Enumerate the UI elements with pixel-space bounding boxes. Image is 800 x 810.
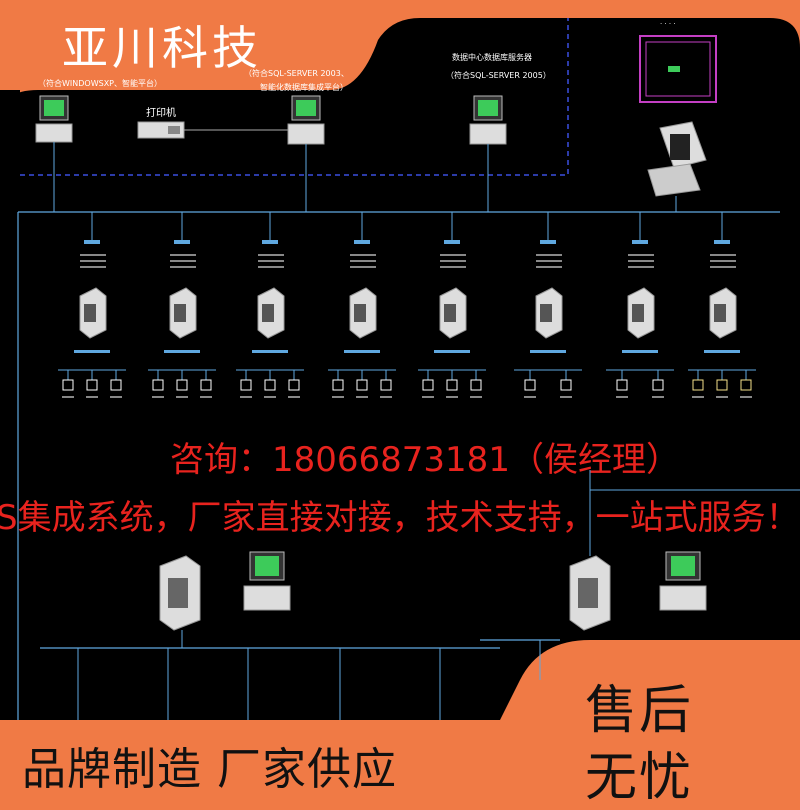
- display-wall-frame: [639, 35, 717, 103]
- subsystem-device-3-1: [356, 379, 368, 391]
- service-line: S集成系统，厂家直接对接，技术支持，一站式服务！: [0, 498, 800, 538]
- printer: [137, 121, 294, 139]
- lower-server-left: [159, 551, 291, 631]
- lower-server-right: [569, 551, 707, 631]
- subsystem-node-7: [714, 240, 730, 244]
- subsystem-device-5-0: [524, 379, 536, 391]
- subsystem-device-3-2: [380, 379, 392, 391]
- subsystem-device-2-1: [264, 379, 276, 391]
- subsystem-device-7-2: [740, 379, 752, 391]
- subsystem-node-1: [174, 240, 190, 244]
- label-server-top: （符合SQL-SERVER 2003、: [244, 68, 349, 78]
- subsystem-node-4: [444, 240, 460, 244]
- subsystem-device-5-1: [560, 379, 572, 391]
- subsystem-device-1-1: [176, 379, 188, 391]
- brand-logo-text: 亚川科技: [62, 21, 262, 75]
- label-db-title: 数据中心数据库服务器: [452, 52, 532, 62]
- workstation-right: [469, 95, 507, 212]
- subsystem-device-4-1: [446, 379, 458, 391]
- subsystem-device-0-0: [62, 379, 74, 391]
- subsystem-device-0-1: [86, 379, 98, 391]
- subsystem-device-7-0: [692, 379, 704, 391]
- subsystem-device-6-1: [652, 379, 664, 391]
- workstation-center: [287, 95, 325, 212]
- subsystem-node-3: [354, 240, 370, 244]
- printer-label: 打印机: [146, 106, 176, 119]
- subsystem-node-5: [540, 240, 556, 244]
- label-os-left: （符合WINDOWSXP、智能平台）: [38, 78, 162, 88]
- subsystem-device-3-0: [332, 379, 344, 391]
- subsystem-device-1-0: [152, 379, 164, 391]
- subsystem-device-4-2: [470, 379, 482, 391]
- after-sales-line2: 无忧: [585, 748, 694, 808]
- control-terminal: [647, 121, 707, 212]
- contact-line: 咨询：18066873181（侯经理）: [170, 440, 680, 480]
- label-db-sub: （符合SQL-SERVER 2005）: [446, 70, 551, 80]
- server-zone-boundary: [20, 18, 569, 176]
- subsystem-device-6-0: [616, 379, 628, 391]
- after-sales-line1: 售后: [585, 681, 694, 741]
- subsystem-device-2-2: [288, 379, 300, 391]
- diagram-background: [0, 18, 800, 720]
- subsystem-device-0-2: [110, 379, 122, 391]
- subsystem-device-4-0: [422, 379, 434, 391]
- subsystem-group: [58, 212, 756, 398]
- subsystem-device-2-0: [240, 379, 252, 391]
- subsystem-node-2: [262, 240, 278, 244]
- workstation-left: [35, 95, 73, 212]
- label-server-top2: 智能化数据库集成平台）: [260, 82, 348, 92]
- svg-text:· · · ·: · · · ·: [660, 20, 676, 28]
- footer-slogan: 品牌制造 厂家供应: [22, 744, 397, 795]
- subsystem-node-0: [84, 240, 100, 244]
- subsystem-node-6: [632, 240, 648, 244]
- subsystem-device-7-1: [716, 379, 728, 391]
- subsystem-device-1-2: [200, 379, 212, 391]
